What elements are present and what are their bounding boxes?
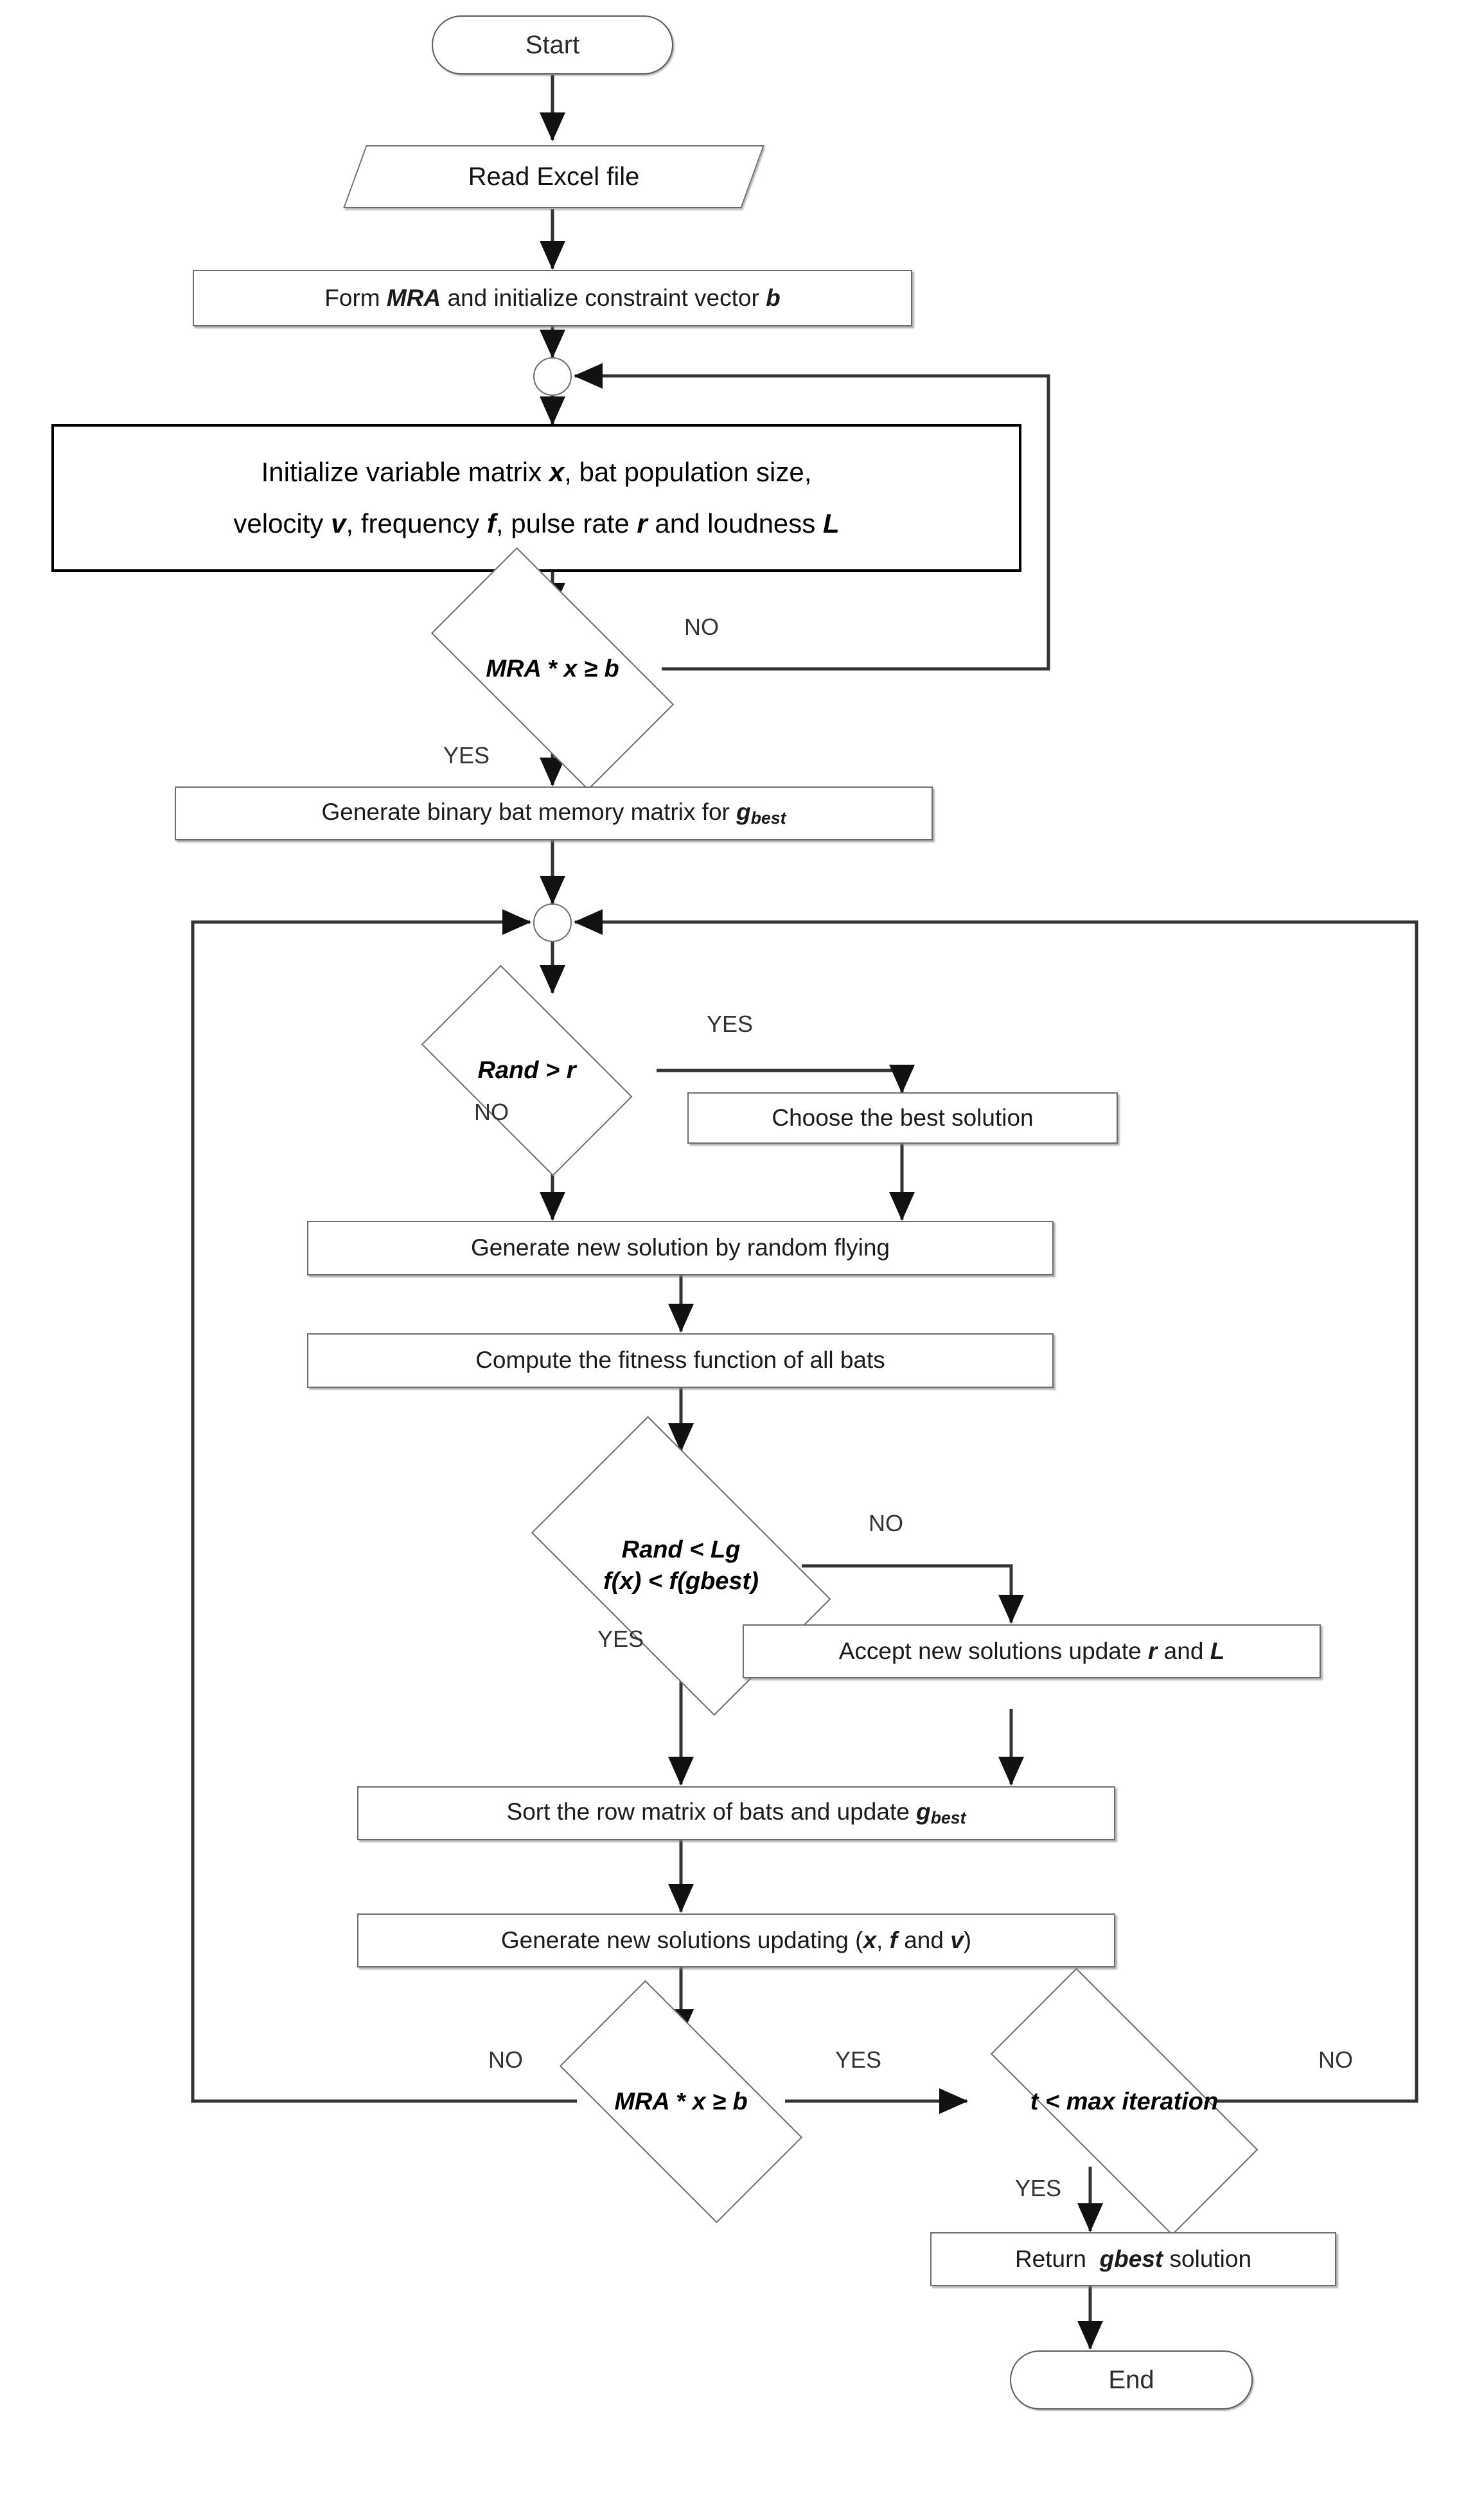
generate-new-solutions-label: Generate new solutions updating (x, f an… [500,1926,972,1953]
initialize-process[interactable]: Initialize variable matrix x, bat popula… [51,424,1021,572]
edge-label-mra2-no: NO [488,2047,523,2073]
generate-random-flying-label: Generate new solution by random flying [471,1234,890,1261]
initialize-line-1: Initialize variable matrix x, bat popula… [261,457,812,488]
compute-fitness-label: Compute the fitness function of all bats [475,1347,885,1374]
decision-mra-constraint-1[interactable]: MRA * x ≥ b [397,547,708,791]
edge-label-max-iter-no: NO [1318,2047,1353,2073]
read-excel-label: Read Excel file [468,163,640,191]
edge-label-mra1-no: NO [684,614,719,640]
choose-best-solution-process[interactable]: Choose the best solution [687,1092,1118,1144]
return-gbest-process[interactable]: Return gbest solution [930,2232,1336,2286]
decision-rand-lg-line-2: f(x) < f(gbest) [603,1568,759,1595]
generate-new-solutions-process[interactable]: Generate new solutions updating (x, f an… [357,1913,1115,1967]
edge-label-rand-r-no: NO [474,1099,509,1125]
read-excel-io[interactable]: Read Excel file [343,145,764,208]
generate-bat-memory-process[interactable]: Generate binary bat memory matrix for gb… [175,786,933,840]
generate-bat-memory-label: Generate binary bat memory matrix for gb… [321,799,786,828]
decision-mra-2-label: MRA * x ≥ b [614,2088,748,2115]
connector-circle-2 [533,903,572,942]
initialize-line-2: velocity v, frequency f, pulse rate r an… [233,508,840,538]
choose-best-solution-label: Choose the best solution [772,1104,1034,1131]
decision-rand-gt-r[interactable]: Rand > r [397,964,657,1176]
connector-circle-1 [533,357,572,396]
decision-rand-lg-text: Rand < Lg f(x) < f(gbest) [603,1534,759,1597]
end-terminator[interactable]: End [1010,2350,1253,2410]
edge-label-mra2-yes: YES [835,2047,882,2073]
form-mra-label: Form MRA and initialize constraint vecto… [324,284,781,311]
sort-row-matrix-process[interactable]: Sort the row matrix of bats and update g… [357,1786,1115,1840]
edge-label-max-iter-yes: YES [1015,2175,1062,2201]
decision-mra-constraint-2[interactable]: MRA * x ≥ b [526,1980,836,2224]
accept-new-solutions-label: Accept new solutions update r and L [838,1637,1225,1664]
edge-label-rand-lg-no: NO [869,1510,903,1536]
compute-fitness-process[interactable]: Compute the fitness function of all bats [307,1333,1054,1388]
form-mra-process[interactable]: Form MRA and initialize constraint vecto… [193,270,912,326]
decision-max-iteration[interactable]: t < max iteration [944,1967,1304,2236]
return-gbest-label: Return gbest solution [1014,2245,1252,2272]
decision-rand-r-label: Rand > r [477,1056,576,1084]
decision-max-iteration-label: t < max iteration [1030,2088,1219,2115]
decision-rand-lg-line-1: Rand < Lg [621,1536,741,1564]
decision-mra-1-label: MRA * x ≥ b [486,655,619,682]
sort-row-matrix-label: Sort the row matrix of bats and update g… [506,1798,966,1828]
generate-random-flying-process[interactable]: Generate new solution by random flying [307,1221,1054,1275]
accept-new-solutions-process[interactable]: Accept new solutions update r and L [743,1624,1321,1678]
end-label: End [1108,2366,1154,2394]
start-terminator[interactable]: Start [432,15,673,75]
edge-label-mra1-yes: YES [443,742,490,768]
edge-label-rand-lg-yes: YES [597,1626,644,1652]
decision-rand-lt-lg[interactable]: Rand < Lg f(x) < f(gbest) [500,1416,862,1716]
edge-label-rand-r-yes: YES [707,1011,754,1037]
start-label: Start [525,31,580,59]
